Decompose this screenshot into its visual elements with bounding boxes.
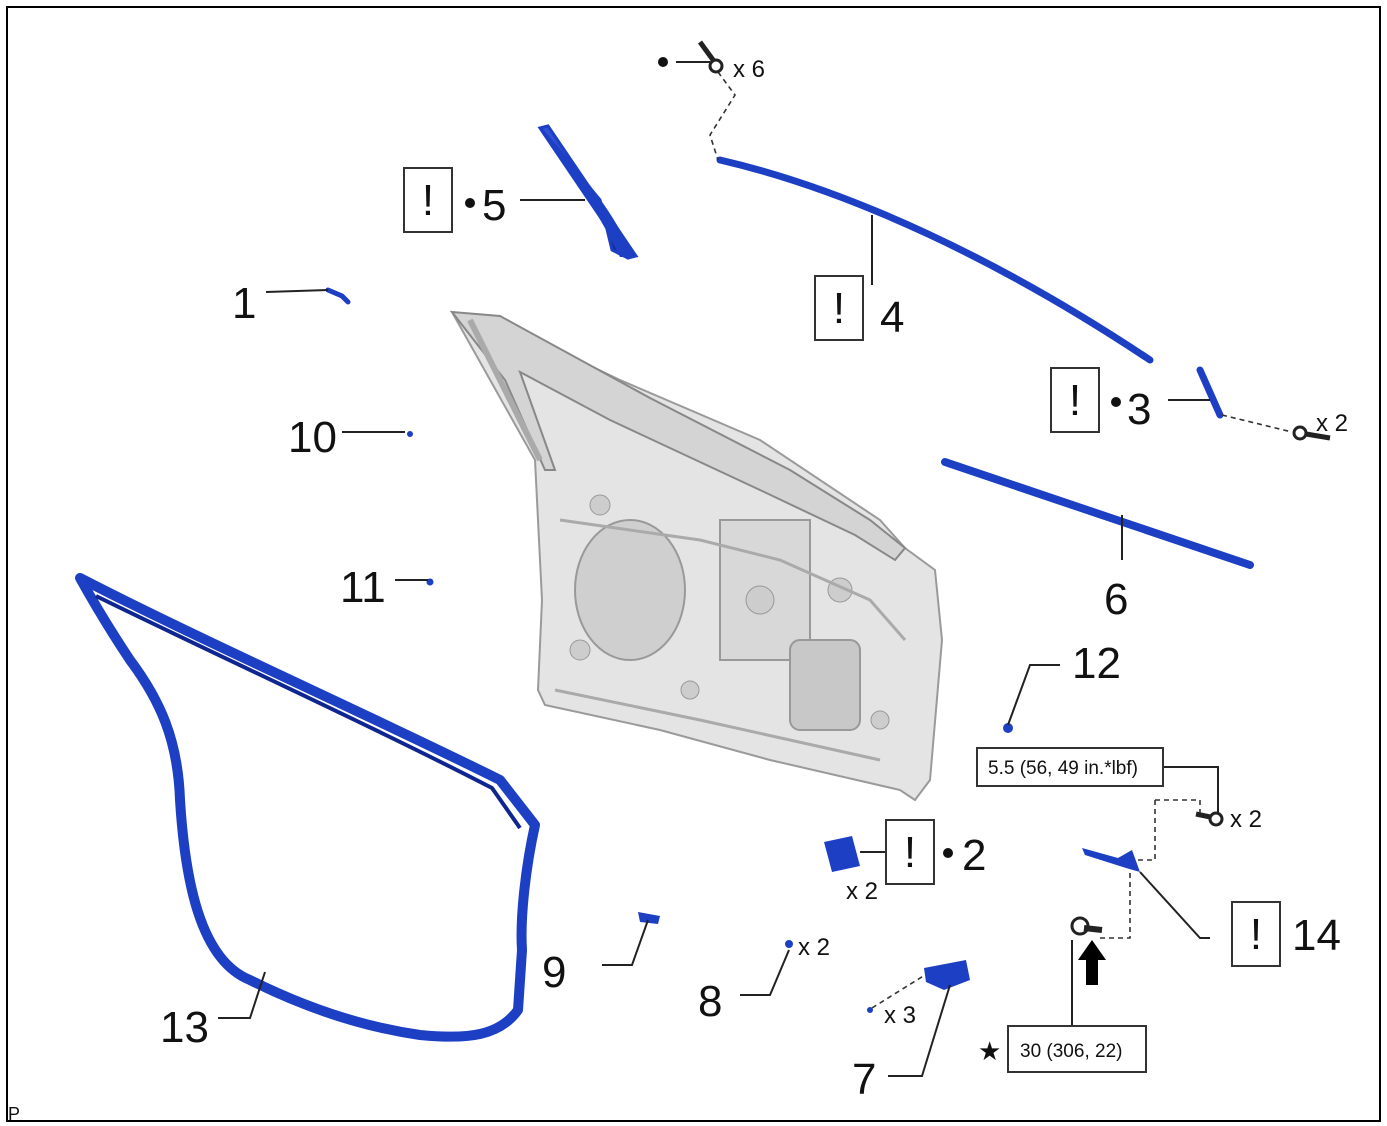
caution-icon: ! bbox=[403, 167, 453, 233]
callout-8: 8 bbox=[698, 977, 722, 1026]
torque-box-check-bolts: 5.5 (56, 49 in.*lbf) bbox=[976, 747, 1164, 787]
leader-lines bbox=[218, 61, 1219, 1077]
torque-box-hinge-bolt: 30 (306, 22) bbox=[1007, 1025, 1147, 1073]
part-7-bracket bbox=[924, 960, 970, 990]
qty-clips-3: x 2 bbox=[1316, 410, 1348, 437]
callout-6: 6 bbox=[1104, 575, 1128, 624]
callout-4: 4 bbox=[880, 293, 904, 342]
svg-text:30 (306, 22): 30 (306, 22) bbox=[1020, 1041, 1122, 1062]
callout-1: 1 bbox=[232, 279, 256, 328]
callout-10: 10 bbox=[288, 413, 337, 462]
part-10-clip bbox=[407, 431, 413, 437]
caution-icon: ! bbox=[1050, 367, 1100, 433]
new-part-dot-icon bbox=[943, 848, 953, 858]
callout-2: 2 bbox=[962, 831, 986, 880]
svg-text:!: ! bbox=[904, 828, 916, 877]
svg-text:5.5 (56, 49 in.*lbf): 5.5 (56, 49 in.*lbf) bbox=[988, 758, 1138, 779]
part-3-piece bbox=[1196, 366, 1224, 419]
bolt-icon bbox=[1070, 916, 1103, 936]
part-9-stopper bbox=[638, 912, 660, 924]
bolt-icon bbox=[1292, 425, 1331, 441]
new-part-dot-icon bbox=[1111, 397, 1121, 407]
caution-icon: ! bbox=[885, 819, 935, 885]
diagram-frame bbox=[6, 6, 1381, 1122]
part-1-clip bbox=[325, 287, 351, 305]
callout-11: 11 bbox=[340, 563, 386, 612]
part-13-weatherstrip bbox=[75, 573, 540, 1042]
bolt-icon bbox=[697, 40, 724, 74]
svg-text:!: ! bbox=[1250, 910, 1262, 959]
callout-3: 3 bbox=[1127, 385, 1151, 434]
part-12-clip bbox=[1003, 723, 1013, 733]
dashed-leaders bbox=[709, 71, 1293, 1009]
star-icon: ★ bbox=[978, 1037, 1001, 1067]
corner-label: P bbox=[8, 1104, 21, 1124]
part-14-door-check bbox=[1082, 848, 1140, 872]
part-11-clip bbox=[426, 578, 434, 586]
caution-icon: ! bbox=[1231, 901, 1281, 967]
new-part-dot-icon bbox=[465, 198, 475, 208]
callout-9: 9 bbox=[542, 948, 566, 997]
callout-5: 5 bbox=[482, 181, 506, 230]
part-6-belt-moulding bbox=[941, 458, 1254, 569]
svg-text:!: ! bbox=[833, 284, 845, 333]
new-part-dot-icon bbox=[658, 57, 668, 67]
svg-text:!: ! bbox=[1069, 376, 1081, 425]
bolt-icon bbox=[1195, 811, 1224, 827]
up-arrow-icon bbox=[1078, 940, 1106, 985]
qty-pad-2: x 2 bbox=[846, 878, 878, 905]
svg-text:!: ! bbox=[422, 176, 434, 225]
qty-screws-7: x 3 bbox=[884, 1002, 916, 1029]
part-8-clip bbox=[785, 940, 793, 948]
door-panel bbox=[449, 310, 944, 802]
qty-screws-top: x 6 bbox=[733, 56, 765, 83]
callout-13: 13 bbox=[160, 1003, 209, 1052]
part-2-pad bbox=[824, 836, 860, 872]
qty-bolts-14: x 2 bbox=[1230, 806, 1262, 833]
callout-12: 12 bbox=[1072, 639, 1121, 688]
part-4-moulding bbox=[716, 156, 1154, 364]
callout-14: 14 bbox=[1292, 911, 1341, 960]
qty-clip-8: x 2 bbox=[798, 934, 830, 961]
caution-icon: ! bbox=[814, 275, 864, 341]
callout-7: 7 bbox=[852, 1055, 876, 1104]
